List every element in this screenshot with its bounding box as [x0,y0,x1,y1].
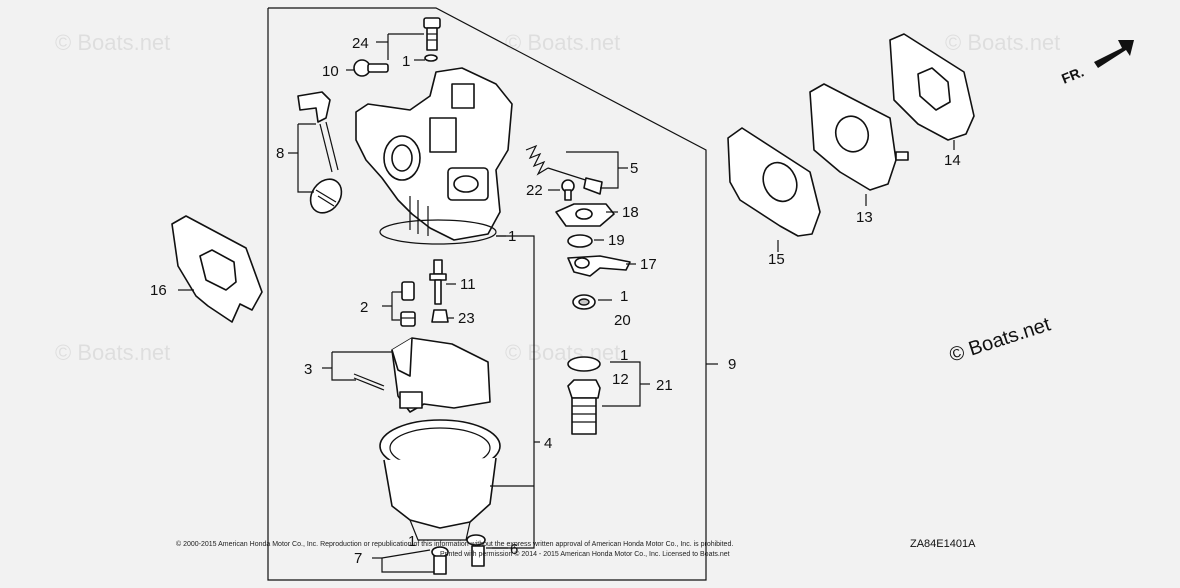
part-13-insulator [809,83,909,191]
part-22-screw [561,179,575,201]
watermark: © Boats.net [505,30,620,55]
watermark-layer: © Boats.net © Boats.net © Boats.net © Bo… [55,30,1060,365]
callout-20: 20 [614,312,631,329]
part-14-gasket [889,33,975,141]
callout-14: 14 [944,152,961,169]
part-1-o-ring [424,54,438,62]
part-15-gasket [727,127,821,237]
callout-5: 5 [630,160,638,177]
part-20-seal-center [578,298,590,306]
callout-22: 22 [526,182,543,199]
callout-9: 9 [728,356,736,373]
copyright-mark: © Boats.net [947,313,1054,366]
fine-print-line-1: © 2000-2015 American Honda Motor Co., In… [176,540,733,548]
part-18-plate [555,203,615,227]
front-direction-label: FR. [1059,63,1086,86]
callout-2: 2 [360,299,368,316]
part-8-choke-lever [297,91,343,214]
leader-lines [178,33,955,573]
callout-8: 8 [276,145,284,162]
callout-18: 18 [622,204,639,221]
part-23-jet [431,309,449,323]
part-24-plunger [423,17,441,51]
part-1-washer [567,356,601,372]
callout-10: 10 [322,63,339,80]
part-6-screw [466,534,486,567]
callout-24: 24 [352,35,369,52]
front-direction-arrow-icon: FR. [1059,40,1134,87]
callout-7: 7 [354,550,362,567]
callout-6: 6 [510,541,518,558]
part-17-lever [567,255,631,277]
watermark: © Boats.net [55,340,170,365]
callout-3: 3 [304,361,312,378]
assembly-outline [267,7,707,581]
part-7-screw [431,546,449,575]
callout-4: 4 [544,435,552,452]
callout-labels: 24 1 10 8 5 22 18 19 1 17 1 20 11 2 23 3… [150,35,961,567]
callout-11: 11 [460,276,476,293]
part-12-drain-plug [567,379,601,435]
part-19-o-ring [567,234,593,248]
part-5-pilot-screw [525,144,603,195]
callout-16: 16 [150,282,167,299]
watermark: © Boats.net [945,30,1060,55]
callout-23: 23 [458,310,475,327]
watermark: © Boats.net [55,30,170,55]
part-11-main-nozzle [429,259,447,305]
watermark: © Boats.net [505,340,620,365]
callout-13: 13 [856,209,873,226]
callout-21: 21 [656,377,673,394]
callout-1: 1 [620,288,628,305]
diagram-code: ZA84E1401A [910,538,976,550]
part-16-gasket [171,215,263,323]
callout-1: 1 [620,347,628,364]
part-carburetor-body [355,67,513,241]
callout-12: 12 [612,371,629,388]
part-2-jet [400,281,416,327]
callout-19: 19 [608,232,625,249]
part-1-bowl-gasket [379,219,497,245]
part-4-float-chamber [379,419,501,541]
part-3-float [353,337,491,413]
callout-17: 17 [640,256,657,273]
callout-1: 1 [508,228,516,245]
part-10-screw [353,59,389,77]
fine-print-line-2: Printed with permission © 2014 - 2015 Am… [440,550,730,558]
callout-1: 1 [408,533,416,550]
callout-15: 15 [768,251,785,268]
callout-1: 1 [402,53,410,70]
